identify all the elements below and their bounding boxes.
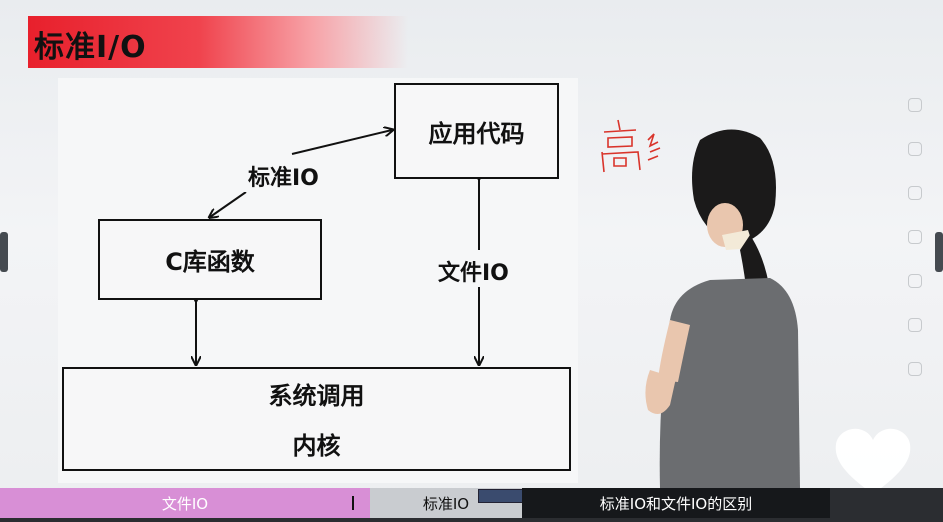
syscall-box: 系统调用 bbox=[62, 367, 571, 419]
video-frame: 标准I/O 应用代码 C库函数 系统调用 内核 标准IO 文件IO bbox=[0, 0, 943, 488]
pen-icon[interactable] bbox=[908, 186, 922, 200]
heart-icon[interactable] bbox=[832, 426, 914, 498]
file-io-label: 文件IO bbox=[434, 255, 513, 287]
std-io-arrow-down bbox=[210, 191, 247, 217]
mic-icon[interactable] bbox=[908, 362, 922, 376]
share-icon[interactable] bbox=[908, 230, 922, 244]
std-io-arrow-up bbox=[291, 130, 392, 155]
handwritten-annotation bbox=[601, 119, 661, 173]
diagram-arrows bbox=[0, 0, 943, 488]
chapter-segment-diff[interactable]: 标准IO和文件IO的区别 bbox=[522, 488, 830, 518]
std-io-label: 标准IO bbox=[244, 160, 323, 192]
left-edge-handle[interactable] bbox=[0, 232, 8, 272]
right-toolbar bbox=[902, 90, 930, 380]
presenter-figure bbox=[645, 129, 800, 488]
title-banner bbox=[28, 16, 408, 68]
chapter-segment-file-io[interactable]: 文件IO bbox=[0, 488, 370, 518]
c-library-box: C库函数 bbox=[98, 219, 322, 300]
right-edge-handle[interactable] bbox=[935, 232, 943, 272]
app-code-box: 应用代码 bbox=[394, 83, 559, 179]
undo-icon[interactable] bbox=[908, 142, 922, 156]
segment-divider bbox=[352, 496, 354, 510]
slide-title: 标准I/O bbox=[34, 30, 147, 65]
eraser-icon[interactable] bbox=[908, 274, 922, 288]
chapter-bar: 文件IO 标准IO 标准IO和文件IO的区别 bbox=[0, 488, 943, 522]
kernel-box: 内核 bbox=[62, 417, 571, 471]
layout-icon[interactable] bbox=[908, 318, 922, 332]
settings-icon[interactable] bbox=[908, 98, 922, 112]
